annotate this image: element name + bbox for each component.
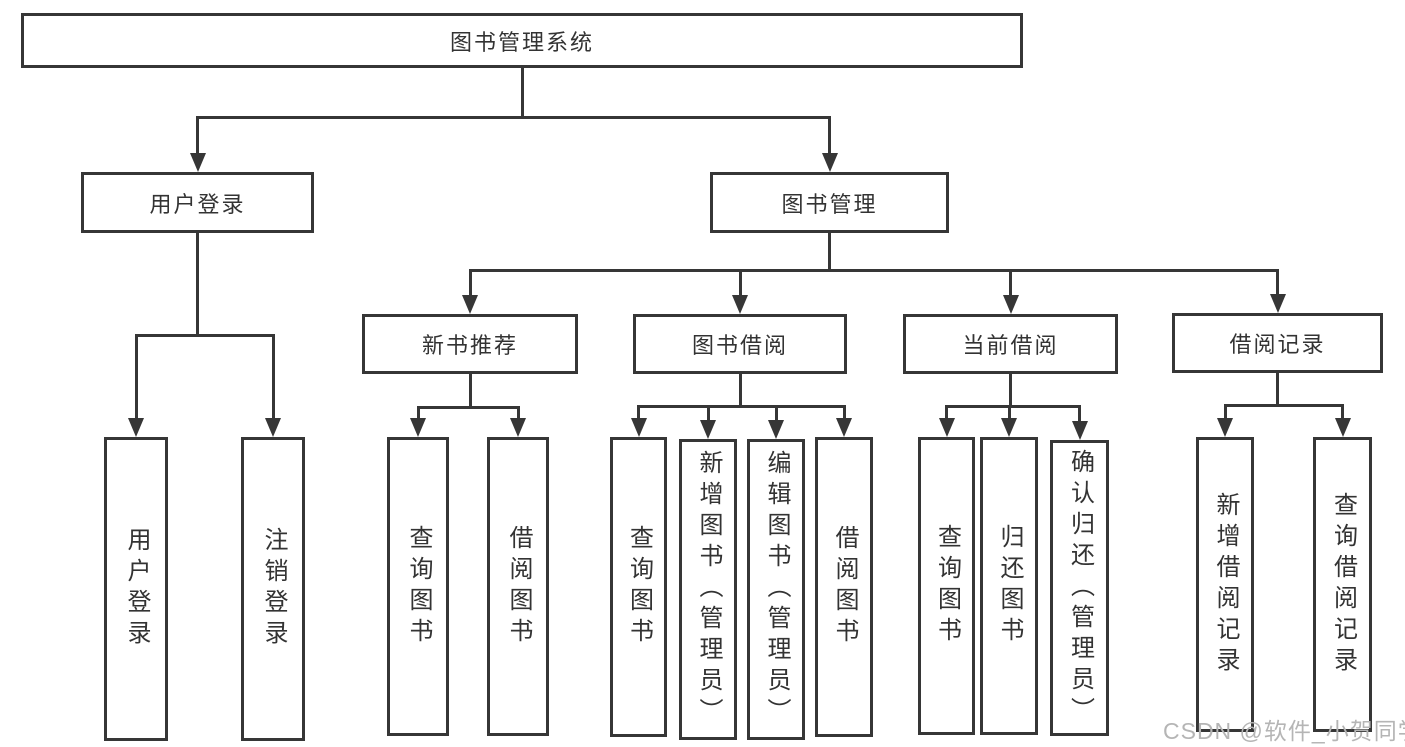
arrowhead-down-icon [128, 418, 144, 437]
node-br-add-record: 新增借阅记录 [1196, 437, 1254, 732]
connector-stub [196, 232, 199, 337]
arrowhead-down-icon [700, 420, 716, 439]
node-bb-query-books: 查询图书 [610, 437, 667, 737]
node-label-user-login-leaf: 用户登录 [123, 527, 150, 651]
arrowhead-down-icon [265, 418, 281, 437]
arrowhead-down-icon [1269, 294, 1286, 313]
arrowhead-down-icon [410, 418, 426, 437]
arrowhead-down-icon [630, 418, 647, 437]
connector-drop [1009, 270, 1012, 297]
node-bb-add-books: 新增图书（管理员） [679, 439, 737, 740]
connector-drop [196, 117, 199, 155]
node-label-bb-edit-books: 编辑图书（管理员） [763, 450, 790, 729]
node-label-cb-query-books: 查询图书 [933, 524, 961, 648]
arrowhead-down-icon [836, 418, 852, 437]
node-label-root: 图书管理系统 [449, 29, 594, 55]
arrowhead-down-icon [732, 295, 748, 314]
node-label-cb-return-books: 归还图书 [996, 524, 1023, 648]
node-borrow-records: 借阅记录 [1172, 313, 1383, 373]
connector-drop [738, 270, 742, 297]
connector-stub [1009, 373, 1012, 408]
node-user-login: 用户登录 [81, 172, 314, 233]
connector-bus [416, 405, 520, 409]
node-bb-edit-books: 编辑图书（管理员） [747, 439, 805, 740]
watermark: CSDN @软件_小贺同学 [1163, 718, 1405, 744]
node-label-bb-borrow-books: 借阅图书 [831, 525, 858, 649]
connector-bus [1223, 403, 1344, 407]
node-new-book-recommend: 新书推荐 [362, 314, 578, 374]
arrowhead-down-icon [938, 418, 955, 437]
node-cb-return-books: 归还图书 [980, 437, 1038, 735]
node-cb-query-books: 查询图书 [918, 437, 975, 735]
node-label-user-login: 用户登录 [149, 191, 246, 217]
node-book-borrowing: 图书借阅 [633, 314, 847, 374]
connector-stub [1276, 372, 1279, 407]
arrowhead-down-icon [821, 153, 838, 172]
node-nbr-borrow-books: 借阅图书 [487, 437, 549, 736]
connector-drop [706, 406, 710, 422]
node-label-nbr-borrow-books: 借阅图书 [505, 524, 532, 649]
arrowhead-down-icon [1071, 421, 1088, 440]
node-book-management: 图书管理 [710, 172, 949, 233]
node-label-logout: 注销登录 [260, 527, 287, 651]
connector-drop [1276, 270, 1279, 296]
arrowhead-down-icon [189, 153, 206, 172]
connector-drop [468, 270, 472, 297]
node-label-book-borrowing: 图书借阅 [691, 333, 788, 358]
arrowhead-down-icon [1002, 295, 1019, 314]
connector-drop [1078, 406, 1081, 423]
node-label-cb-confirm-return: 确认归还（管理员） [1066, 448, 1094, 728]
node-label-borrow-records: 借阅记录 [1229, 332, 1326, 357]
connector-stub [520, 67, 524, 119]
connector-drop [842, 406, 846, 420]
node-current-borrowing: 当前借阅 [903, 314, 1118, 374]
arrowhead-down-icon [510, 418, 526, 437]
node-logout: 注销登录 [241, 437, 305, 741]
node-cb-confirm-return: 确认归还（管理员） [1050, 440, 1109, 736]
arrowhead-down-icon [462, 295, 478, 314]
node-br-query-record: 查询借阅记录 [1313, 437, 1372, 732]
connector-bus [134, 333, 275, 337]
connector-bus [468, 268, 1279, 272]
connector-drop [1223, 405, 1227, 420]
node-label-bb-query-books: 查询图书 [625, 525, 653, 649]
connector-stub [738, 373, 742, 408]
arrowhead-down-icon [768, 420, 784, 439]
connector-bus [945, 404, 1081, 408]
connector-drop [134, 335, 138, 420]
connector-drop [1341, 405, 1344, 420]
connector-drop [1007, 406, 1011, 420]
node-label-current-borrowing: 当前借阅 [962, 333, 1059, 358]
connector-drop [774, 406, 778, 422]
node-label-bb-add-books: 新增图书（管理员） [695, 450, 722, 729]
node-label-nbr-query-books: 查询图书 [405, 524, 432, 649]
node-user-login-leaf: 用户登录 [104, 437, 168, 741]
connector-drop [637, 406, 640, 420]
arrowhead-down-icon [1001, 418, 1017, 437]
node-label-br-add-record: 新增借阅记录 [1212, 491, 1239, 678]
node-bb-borrow-books: 借阅图书 [815, 437, 873, 737]
connector-drop [516, 407, 520, 420]
node-root: 图书管理系统 [21, 13, 1023, 68]
node-nbr-query-books: 查询图书 [387, 437, 449, 736]
node-label-new-book-recommend: 新书推荐 [421, 333, 518, 358]
connector-stub [468, 373, 472, 409]
connector-stub [828, 232, 831, 272]
connector-drop [828, 117, 831, 155]
connector-drop [945, 406, 948, 420]
node-label-book-management: 图书管理 [781, 191, 878, 217]
arrowhead-down-icon [1217, 418, 1233, 437]
connector-bus [196, 115, 831, 119]
arrowhead-down-icon [1334, 418, 1351, 437]
connector-drop [271, 335, 275, 420]
connector-drop [416, 407, 420, 420]
connector-bus [637, 404, 846, 408]
node-label-br-query-record: 查询借阅记录 [1329, 491, 1357, 678]
